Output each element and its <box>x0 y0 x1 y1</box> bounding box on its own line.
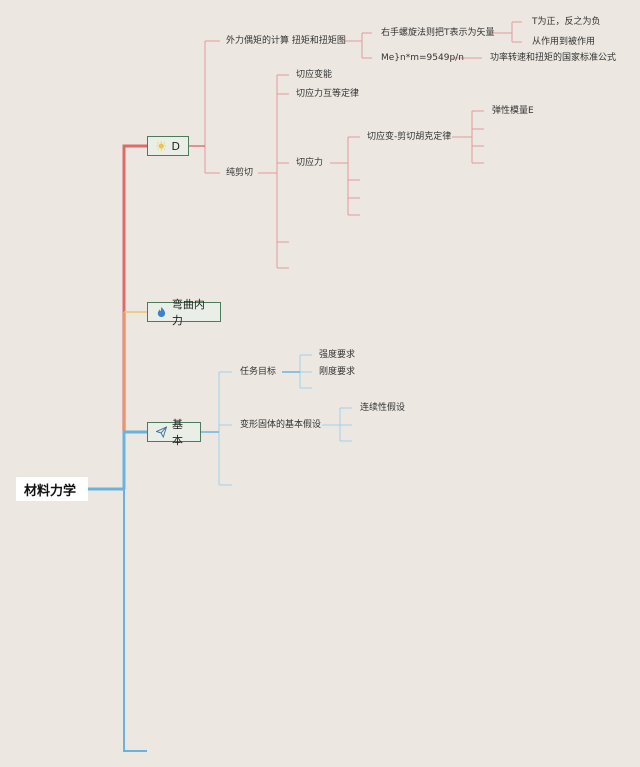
branch-node-bending[interactable]: 弯曲内力 <box>147 298 221 327</box>
node-shear-strain[interactable]: 切应变能 <box>296 70 333 80</box>
node-power-note[interactable]: 功率转速和扭矩的国家标准公式 <box>490 53 617 63</box>
branch-node-d[interactable]: D <box>147 136 189 156</box>
node-task-goal[interactable]: 任务目标 <box>240 367 277 377</box>
sun-icon <box>156 141 167 151</box>
d-subtree-lines <box>189 21 522 269</box>
d-branch-line <box>122 144 147 489</box>
node-hooke-law[interactable]: 切应变-剪切胡克定律 <box>367 132 452 142</box>
branch-label-basic: 基本 <box>171 418 183 447</box>
node-strength[interactable]: 强度要求 <box>319 350 356 360</box>
node-elastic-modulus[interactable]: 弹性模量E <box>492 106 534 116</box>
basic-extra-line <box>123 489 147 752</box>
node-right-hand-rule[interactable]: 右手螺旋法则把T表示为矢量 <box>381 28 495 38</box>
node-assumptions[interactable]: 变形固体的基本假设 <box>240 420 322 430</box>
node-t-positive[interactable]: T为正，反之为负 <box>532 17 601 27</box>
node-pure-shear[interactable]: 纯剪切 <box>226 168 254 178</box>
node-shear-stress[interactable]: 切应力 <box>296 158 324 168</box>
node-action-to-reaction[interactable]: 从作用到被作用 <box>532 37 596 47</box>
node-stiffness[interactable]: 刚度要求 <box>319 367 356 377</box>
basic-subtree-lines <box>201 354 352 486</box>
root-label: 材料力学 <box>24 483 77 499</box>
node-formula[interactable]: Me}n*m=9549p/n <box>381 53 464 63</box>
node-external-couple[interactable]: 外力偶矩的计算 扭矩和扭矩图 <box>226 36 346 46</box>
branch-node-basic[interactable]: 基本 <box>147 418 201 447</box>
flame-icon <box>157 306 166 318</box>
basic-branch-line <box>122 430 147 489</box>
branch-label-d: D <box>171 139 180 153</box>
root-node[interactable]: 材料力学 <box>16 477 88 501</box>
node-shear-reciprocal[interactable]: 切应力互等定律 <box>296 89 360 99</box>
branch-label-bending: 弯曲内力 <box>171 298 205 327</box>
node-continuity[interactable]: 连续性假设 <box>360 403 406 413</box>
paper-plane-icon <box>156 426 167 438</box>
